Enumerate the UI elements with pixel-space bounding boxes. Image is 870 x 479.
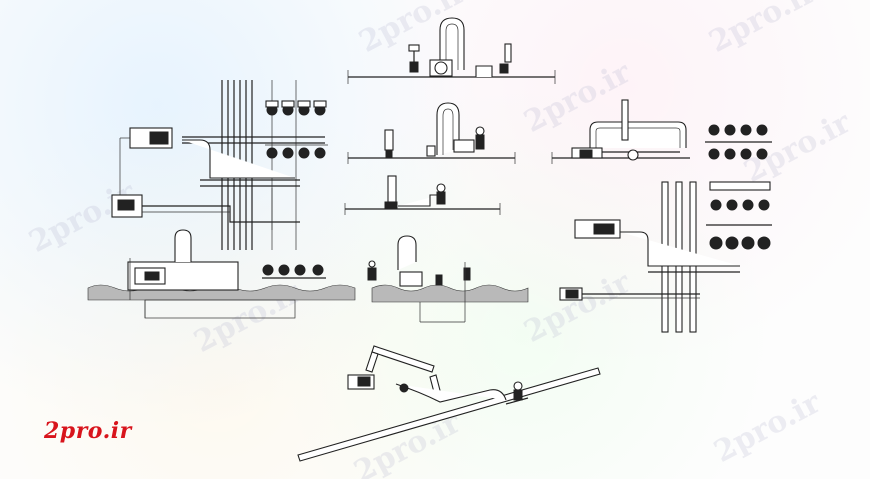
- plan-top-right: [551, 99, 772, 164]
- elevation-lower-center: [344, 175, 501, 215]
- riser-plan-middle-right: [559, 181, 772, 333]
- isometric-view: [297, 345, 601, 462]
- brand-logo: 2pro.ir: [44, 418, 132, 444]
- elevation-middle-center: [347, 102, 516, 164]
- section-middle-ground: [367, 235, 529, 323]
- riser-plan-top-left: [111, 80, 328, 250]
- elevation-top-center: [347, 17, 556, 84]
- section-left-ground: [87, 229, 356, 319]
